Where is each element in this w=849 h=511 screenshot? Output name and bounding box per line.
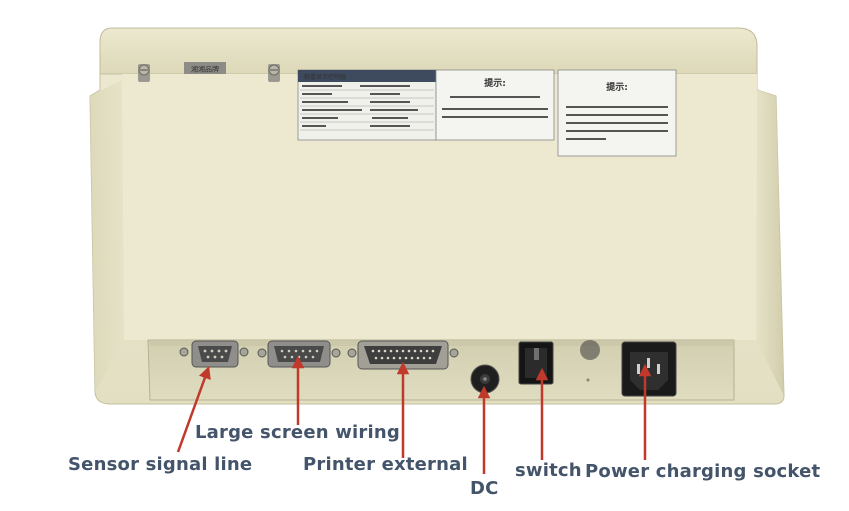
brand-badge bbox=[184, 62, 226, 74]
label-printer-external: Printer external bbox=[303, 454, 468, 475]
power-socket bbox=[621, 341, 677, 397]
housing-right-bevel bbox=[756, 90, 784, 396]
label-power-charging-socket: Power charging socket bbox=[585, 461, 821, 482]
spec-plate: 称重显示控制器 bbox=[297, 69, 437, 141]
indicator-hole bbox=[586, 378, 590, 382]
label-dc: DC bbox=[470, 478, 499, 499]
notice-label-1: 提示: bbox=[435, 69, 555, 141]
callout-arrows bbox=[176, 355, 652, 474]
label-sensor-signal-line: Sensor signal line bbox=[68, 454, 253, 475]
housing-left-bevel bbox=[90, 80, 124, 392]
notice-label-2: 提示: bbox=[557, 69, 677, 157]
label-large-screen-wiring: Large screen wiring bbox=[195, 422, 400, 443]
sensor-connector bbox=[179, 340, 249, 368]
screw-left bbox=[138, 64, 150, 82]
large-screen-connector bbox=[257, 340, 341, 368]
spec-plate-header: 称重显示控制器 bbox=[304, 73, 346, 81]
arrow-sensor bbox=[176, 366, 211, 453]
brand-badge-text: 湘湘品牌 bbox=[191, 65, 219, 74]
dc-jack bbox=[470, 364, 500, 394]
rocker-switch bbox=[518, 341, 554, 385]
screw-right bbox=[268, 64, 280, 82]
notice-2-title: 提示: bbox=[606, 81, 628, 93]
notice-1-title: 提示: bbox=[484, 77, 506, 89]
label-switch: switch bbox=[515, 460, 582, 481]
printer-connector bbox=[347, 340, 459, 370]
logo-mark bbox=[580, 340, 600, 360]
